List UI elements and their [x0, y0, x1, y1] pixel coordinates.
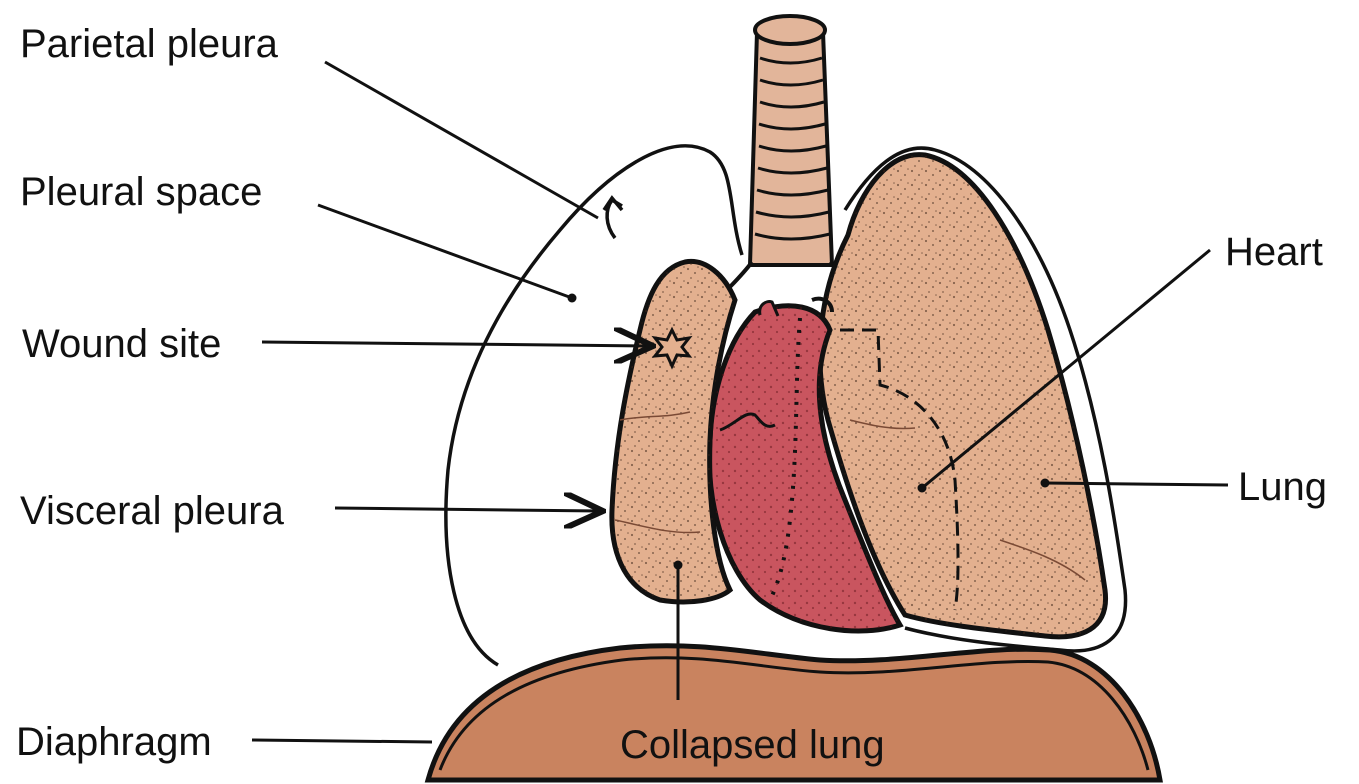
wound-site-leader: [262, 342, 650, 346]
diaphragm-leader: [252, 740, 432, 742]
label-parietal-pleura: Parietal pleura: [20, 22, 279, 66]
visceral-pleura-leader: [335, 508, 600, 511]
label-visceral-pleura: Visceral pleura: [20, 489, 285, 533]
label-collapsed-lung: Collapsed lung: [620, 723, 885, 767]
label-diaphragm: Diaphragm: [16, 720, 212, 764]
parietal-pleura-leader: [325, 62, 598, 218]
label-heart: Heart: [1225, 230, 1323, 274]
label-wound-site: Wound site: [22, 322, 221, 366]
lung-leader: [1045, 483, 1228, 485]
label-pleural-space: Pleural space: [20, 170, 262, 214]
label-lung: Lung: [1238, 465, 1327, 509]
pleural-space-leader: [318, 205, 572, 298]
